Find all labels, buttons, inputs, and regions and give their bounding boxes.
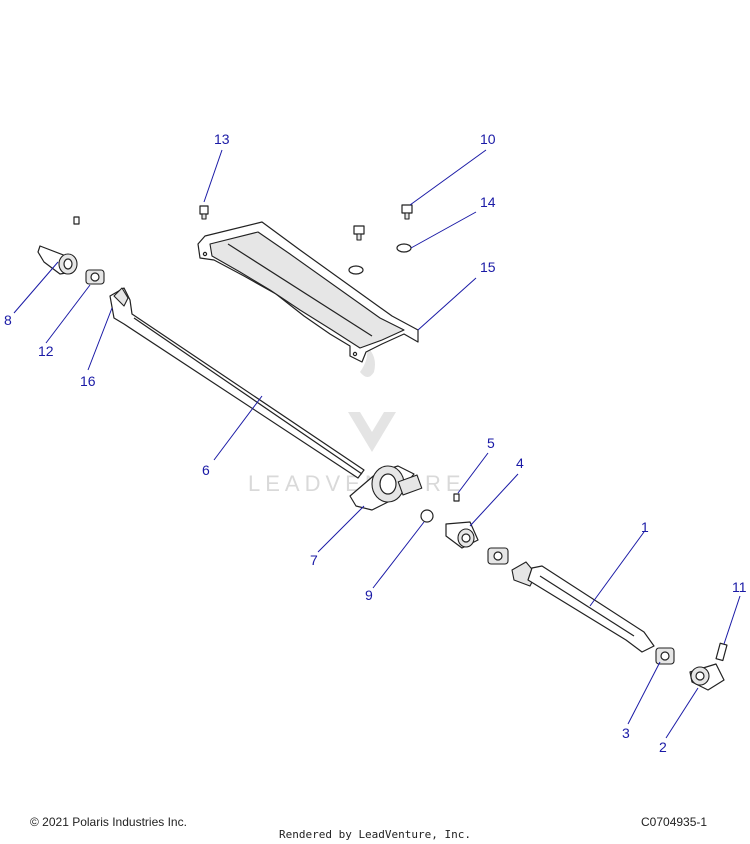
rendered-by-text: Rendered by LeadVenture, Inc.: [278, 828, 472, 841]
shield-bolt[interactable]: [353, 225, 365, 241]
callout-7[interactable]: 7: [310, 552, 318, 568]
part-5-fitting[interactable]: [453, 493, 460, 502]
callout-2[interactable]: 2: [659, 739, 667, 755]
callout-15[interactable]: 15: [480, 259, 496, 275]
shield-washer[interactable]: [348, 265, 364, 275]
part-9-o-ring[interactable]: [420, 509, 434, 523]
callout-12[interactable]: 12: [38, 343, 54, 359]
leader-lines: [13, 149, 741, 739]
callout-8[interactable]: 8: [4, 312, 12, 328]
part-15-shield[interactable]: [197, 221, 419, 363]
callout-3[interactable]: 3: [622, 725, 630, 741]
callout-13[interactable]: 13: [214, 131, 230, 147]
callout-9[interactable]: 9: [365, 587, 373, 603]
callout-1[interactable]: 1: [641, 519, 649, 535]
part-3-u-joint[interactable]: [655, 647, 675, 665]
callout-11[interactable]: 11: [732, 579, 747, 595]
part-10-bolt[interactable]: [401, 204, 413, 220]
part-1-drive-shaft[interactable]: [511, 561, 655, 653]
copyright-text: © 2021 Polaris Industries Inc.: [30, 815, 187, 829]
part-11-pin[interactable]: [715, 642, 728, 662]
callout-4[interactable]: 4: [516, 455, 524, 471]
part-4-yoke[interactable]: [445, 521, 479, 549]
part-2-yoke[interactable]: [689, 663, 725, 691]
part-8-fitting[interactable]: [73, 216, 80, 225]
drawing-id: C0704935-1: [641, 815, 708, 829]
part-7-center-bearing[interactable]: [349, 465, 423, 511]
callout-5[interactable]: 5: [487, 435, 495, 451]
part-13-bolt[interactable]: [199, 205, 209, 220]
part-6-drive-shaft[interactable]: [109, 287, 365, 479]
callout-16[interactable]: 16: [80, 373, 96, 389]
callout-14[interactable]: 14: [480, 194, 496, 210]
part-14-washer[interactable]: [396, 243, 412, 253]
callout-10[interactable]: 10: [480, 131, 496, 147]
callout-6[interactable]: 6: [202, 462, 210, 478]
callout-labels: 13 10 14 15 8 12 16 6 7 5 4 9 1 11 3 2: [4, 131, 747, 755]
part-4-u-joint[interactable]: [487, 547, 509, 565]
part-8-yoke[interactable]: [37, 245, 78, 275]
part-12-u-joint[interactable]: [85, 269, 105, 285]
